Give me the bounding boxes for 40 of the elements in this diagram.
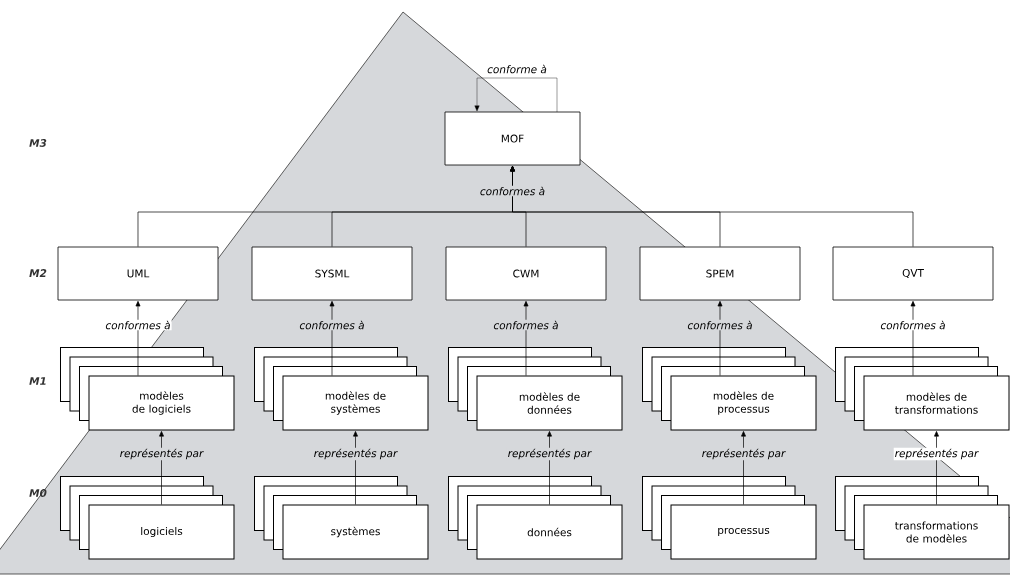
model-box: modèles de systèmes [282,375,429,431]
arrow [717,300,723,376]
model-box: systèmes [282,504,429,560]
model-box: QVT [832,246,994,301]
arrow [510,165,914,247]
model-box: modèles de processus [670,375,817,431]
arrow [741,431,746,505]
loop-arrow [474,77,558,113]
model-box: SPEM [639,246,801,301]
arrow [329,300,335,376]
level-label: M2 [29,269,47,277]
model-box: modèles de transformations [863,375,1010,431]
model-box: modèles de logiciels [88,375,235,431]
arrow [910,300,916,376]
edge-label: conformes à [478,185,547,197]
edge-label: conformes à [104,319,172,331]
model-box: UML [57,246,219,301]
edge-label: conforme à [486,63,548,75]
model-box: logiciels [88,504,235,560]
arrow [135,300,141,376]
arrow [547,431,552,505]
level-label: M0 [29,489,47,497]
edge-label: conformes à [879,319,947,331]
metamodel-box: MOF [444,111,581,166]
arrow [523,300,529,376]
model-box: modèles de données [476,375,623,431]
edge-label: représentés par [893,447,980,461]
model-box: données [476,504,623,560]
model-box: CWM [445,246,607,301]
level-label: M3 [29,139,47,147]
arrow [159,431,164,505]
edge-label: conformes à [492,319,560,331]
model-box: processus [670,504,817,560]
arrow [353,431,358,505]
arrow [934,431,939,505]
edge-label: conformes à [298,319,366,331]
model-box: SYSML [251,246,413,301]
model-box: transformations de modèles [863,504,1010,560]
edge-label: conformes à [686,319,754,331]
level-label: M1 [29,377,46,385]
